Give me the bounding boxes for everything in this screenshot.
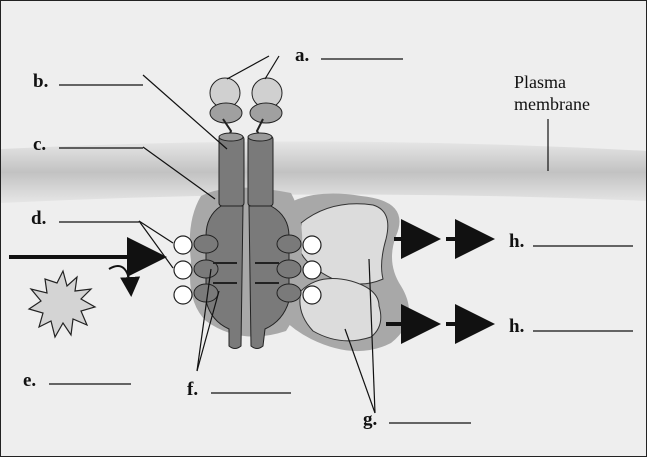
- phosphate-left-3: [174, 286, 192, 304]
- helix-left: [219, 136, 244, 206]
- phosphate-right-3: [303, 286, 321, 304]
- phosphate-right-2: [303, 261, 321, 279]
- label-d: d.: [31, 208, 46, 230]
- plasma-membrane-label: Plasma membrane: [514, 71, 590, 115]
- curved-arrow: [109, 266, 131, 293]
- binding-site-left: [210, 103, 242, 123]
- label-b: b.: [33, 71, 48, 93]
- phosphate-right-1: [303, 236, 321, 254]
- plasma-membrane-band: [1, 141, 647, 203]
- label-g: g.: [363, 409, 377, 431]
- binding-site-right: [250, 103, 282, 123]
- phosphate-left-1: [174, 236, 192, 254]
- label-c: c.: [33, 134, 46, 156]
- helix-right: [248, 136, 273, 206]
- label-h-lower: h.: [509, 316, 524, 338]
- plasma-membrane-line2: membrane: [514, 93, 590, 115]
- label-h-upper: h.: [509, 231, 524, 253]
- label-f: f.: [187, 379, 198, 401]
- plasma-membrane-line1: Plasma: [514, 71, 590, 93]
- label-a: a.: [295, 45, 309, 67]
- phosphate-left-2: [174, 261, 192, 279]
- label-e: e.: [23, 370, 36, 392]
- atp-starburst: [29, 271, 95, 337]
